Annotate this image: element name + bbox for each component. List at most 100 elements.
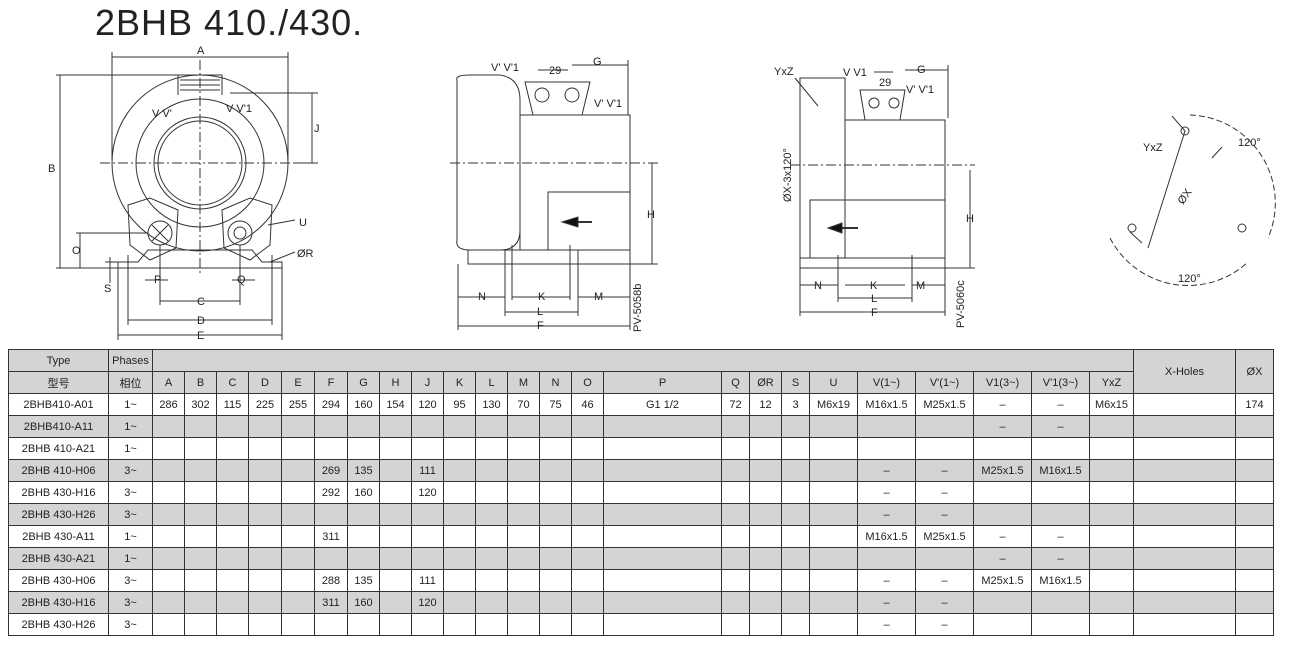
table-cell: [443, 415, 476, 438]
hole-pattern-labels: YxZ ØX 120° 120°: [1143, 137, 1261, 285]
table-cell: [809, 459, 858, 482]
table-cell: [603, 547, 722, 570]
table-cell: [475, 525, 508, 548]
dim-m-label: M: [916, 280, 925, 292]
table-cell: [281, 503, 315, 526]
table-cell: [571, 459, 604, 482]
table-cell: [184, 569, 217, 592]
table-cell: [721, 547, 750, 570]
table-cell: [1133, 415, 1236, 438]
table-cell: [721, 459, 750, 482]
table-cell: [152, 415, 185, 438]
angle-label-top: 120°: [1238, 137, 1261, 149]
header-col: V'(1~): [915, 371, 974, 394]
table-cell: [248, 481, 282, 504]
dim-k-label: K: [538, 291, 546, 303]
table-cell: [314, 547, 348, 570]
table-cell: M16x1.5: [1031, 569, 1090, 592]
table-cell: 46: [571, 393, 604, 416]
table-cell: [443, 503, 476, 526]
table-cell: [507, 613, 540, 636]
table-cell: [475, 481, 508, 504]
table-cell: [603, 415, 722, 438]
table-cell: 3: [781, 393, 810, 416]
type-cell: 2BHB 410-H06: [8, 459, 109, 482]
table-cell: [281, 591, 315, 614]
table-cell: [1133, 569, 1236, 592]
vv-left-label: V V': [152, 108, 172, 120]
v-v1-label: V V1: [843, 67, 867, 79]
table-cell: [809, 591, 858, 614]
table-cell: [248, 503, 282, 526]
table-cell: 160: [347, 393, 380, 416]
table-cell: [507, 437, 540, 460]
table-cell: [443, 569, 476, 592]
side-view-drawing: [450, 60, 660, 330]
vv-right-label: V V'1: [226, 103, 252, 115]
table-cell: [475, 591, 508, 614]
table-cell: [781, 613, 810, 636]
header-col: S: [781, 371, 810, 394]
table-cell: [1089, 569, 1134, 592]
dim-f-label: F: [537, 320, 544, 332]
table-cell: [571, 503, 604, 526]
table-cell: [1133, 437, 1236, 460]
table-cell: –: [857, 569, 916, 592]
table-cell: [721, 415, 750, 438]
table-cell: 255: [281, 393, 315, 416]
table-cell: [216, 591, 249, 614]
table-cell: 225: [248, 393, 282, 416]
v-pair-label: V' V'1: [491, 62, 519, 74]
type-cell: 2BHB410-A01: [8, 393, 109, 416]
table-cell: [507, 591, 540, 614]
dim-b-label: B: [48, 163, 55, 175]
table-cell: 115: [216, 393, 249, 416]
dim-29-label: 29: [879, 77, 891, 89]
header-col: A: [152, 371, 185, 394]
table-cell: 111: [411, 569, 444, 592]
table-cell: 95: [443, 393, 476, 416]
v-right-label: V' V'1: [594, 98, 622, 110]
table-cell: [749, 437, 782, 460]
table-cell: [281, 481, 315, 504]
table-cell: [347, 415, 380, 438]
header-col: L: [475, 371, 508, 394]
table-cell: [248, 569, 282, 592]
table-cell: [571, 569, 604, 592]
header-col: K: [443, 371, 476, 394]
table-cell: [216, 569, 249, 592]
table-cell: [721, 481, 750, 504]
table-cell: –: [973, 393, 1032, 416]
table-cell: –: [857, 459, 916, 482]
table-cell: [216, 437, 249, 460]
table-cell: [1133, 525, 1236, 548]
table-cell: [1133, 459, 1236, 482]
table-cell: [539, 503, 572, 526]
table-cell: [411, 613, 444, 636]
dim-q-label: Q: [237, 274, 246, 286]
header-col: O: [571, 371, 604, 394]
table-cell: [749, 503, 782, 526]
table-cell: [443, 525, 476, 548]
table-cell: [571, 547, 604, 570]
table-cell: 174: [1235, 393, 1274, 416]
table-cell: [475, 503, 508, 526]
header-col: V'1(3~): [1031, 371, 1090, 394]
table-cell: 311: [314, 525, 348, 548]
table-cell: –: [915, 459, 974, 482]
table-cell: [281, 569, 315, 592]
table-cell: 1~: [108, 393, 153, 416]
table-cell: [749, 525, 782, 548]
dim-g-label: G: [593, 56, 602, 68]
header-col: N: [539, 371, 572, 394]
table-cell: [749, 547, 782, 570]
table-cell: [281, 547, 315, 570]
table-cell: 1~: [108, 547, 153, 570]
table-cell: 12: [749, 393, 782, 416]
table-cell: [603, 569, 722, 592]
table-cell: –: [1031, 415, 1090, 438]
